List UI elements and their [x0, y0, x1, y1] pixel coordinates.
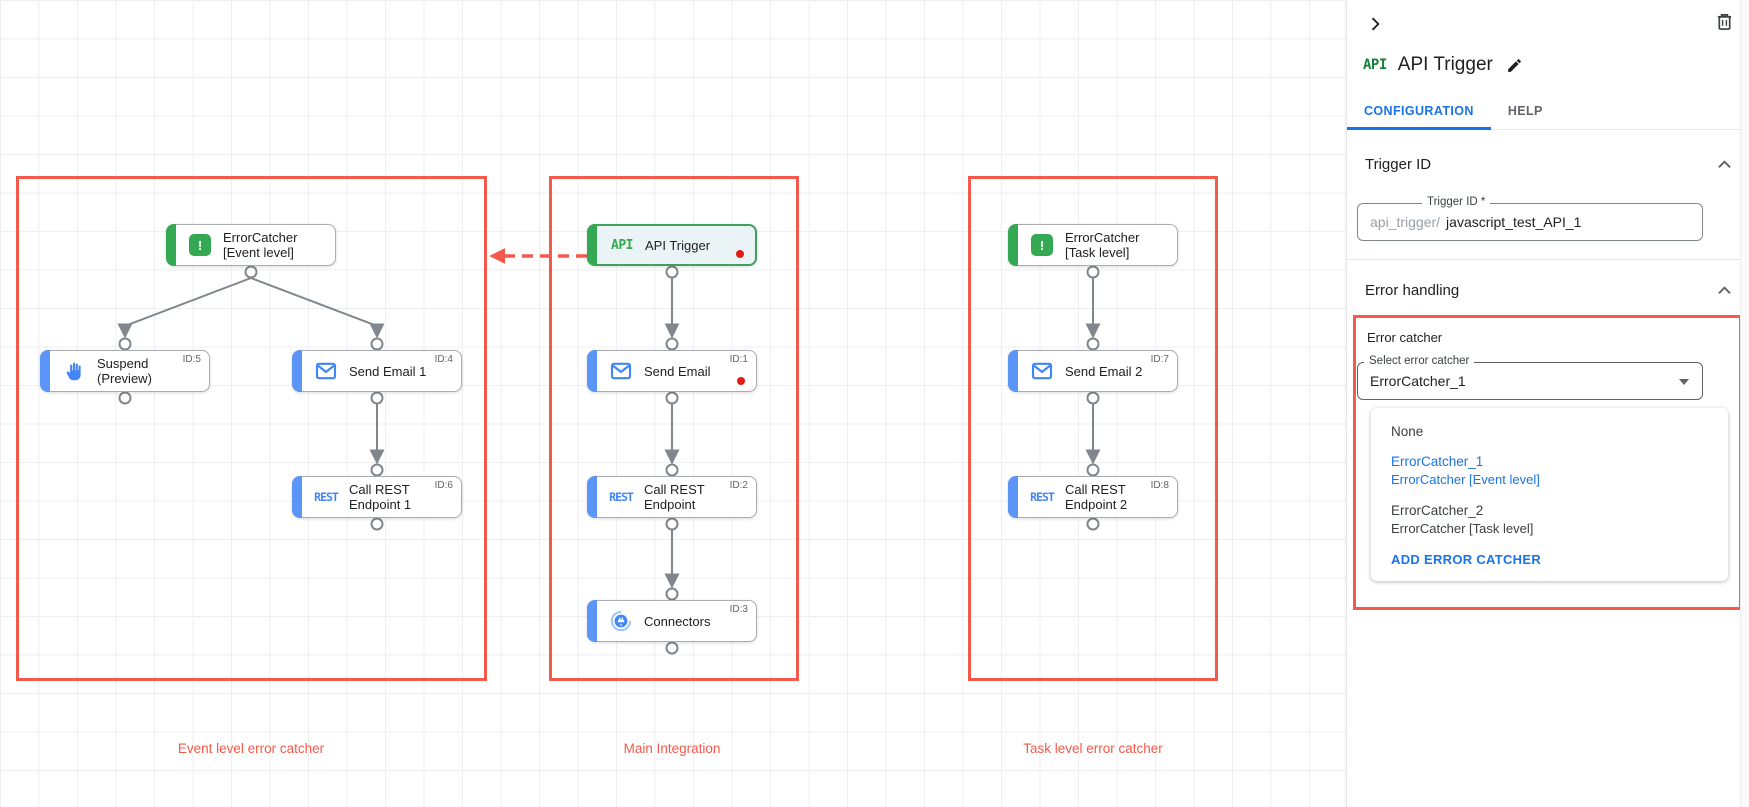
tab-help[interactable]: HELP — [1507, 104, 1543, 118]
node-label: ErrorCatcher [Task level] — [1065, 230, 1140, 260]
panel-title: API Trigger — [1397, 54, 1493, 75]
node-id-label: ID:4 — [434, 354, 453, 365]
trigger-id-value[interactable]: javascript_test_API_1 — [1446, 214, 1582, 230]
option-none[interactable]: None — [1391, 424, 1424, 439]
error-handling-section-header[interactable]: Error handling — [1365, 282, 1731, 299]
node-accent — [587, 350, 597, 392]
node-label: API Trigger — [645, 237, 711, 253]
node-id-label: ID:5 — [182, 354, 201, 365]
error-catcher-dropdown-menu: None ErrorCatcher_1 ErrorCatcher [Event … — [1371, 408, 1728, 581]
error-catcher-label: Error catcher — [1367, 330, 1443, 345]
caption-event-level: Event level error catcher — [177, 741, 325, 756]
node-accent — [1008, 476, 1018, 518]
chevron-up-icon[interactable] — [1718, 160, 1731, 169]
node-errorcatcher-task[interactable]: ! ErrorCatcher [Task level] — [1008, 224, 1178, 266]
node-accent — [587, 224, 597, 266]
option-errorcatcher-2[interactable]: ErrorCatcher_2 ErrorCatcher [Task level] — [1371, 501, 1728, 538]
node-accent — [40, 350, 50, 392]
node-accent — [1008, 350, 1018, 392]
api-icon: API — [611, 237, 633, 253]
dropdown-caret-icon — [1679, 379, 1689, 385]
option-errorcatcher-1[interactable]: ErrorCatcher_1 ErrorCatcher [Event level… — [1371, 452, 1728, 489]
selected-error-catcher: ErrorCatcher_1 — [1370, 373, 1466, 389]
trigger-id-field-label: Trigger ID * — [1422, 196, 1491, 208]
config-panel: API API Trigger CONFIGURATION HELP Trigg… — [1346, 0, 1749, 807]
error-dot — [737, 377, 745, 385]
node-accent — [1008, 224, 1018, 266]
node-label: Suspend (Preview) — [97, 356, 152, 386]
trigger-id-prefix: api_trigger/ — [1370, 214, 1441, 230]
event-level-group-outline — [16, 176, 487, 681]
node-errorcatcher-event[interactable]: ! ErrorCatcher [Event level] — [166, 224, 336, 266]
node-label: Call REST Endpoint 1 — [349, 482, 412, 512]
main-integration-group-outline — [549, 176, 799, 681]
scrollbar[interactable] — [1740, 0, 1749, 807]
node-label: Call REST Endpoint — [644, 482, 705, 512]
select-error-catcher-label: Select error catcher — [1364, 355, 1475, 367]
api-trigger-icon: API — [1363, 57, 1387, 73]
node-send-email-1[interactable]: Send Email 1 ID:4 — [292, 350, 462, 392]
trigger-id-field[interactable]: Trigger ID * api_trigger/ javascript_tes… — [1357, 196, 1703, 241]
node-call-rest-endpoint[interactable]: REST Call REST Endpoint ID:2 — [587, 476, 757, 518]
node-label: Send Email 1 — [349, 363, 427, 379]
node-label: ErrorCatcher [Event level] — [223, 230, 298, 260]
task-level-group-outline — [968, 176, 1218, 681]
add-error-catcher-button[interactable]: ADD ERROR CATCHER — [1391, 552, 1542, 567]
node-id-label: ID:8 — [1150, 480, 1169, 491]
option-title: ErrorCatcher_2 — [1391, 503, 1484, 518]
connector-icon — [607, 610, 635, 632]
node-call-rest-endpoint-2[interactable]: REST Call REST Endpoint 2 ID:8 — [1008, 476, 1178, 518]
caption-main-integration: Main Integration — [623, 741, 721, 756]
option-title: ErrorCatcher_1 — [1391, 454, 1484, 469]
node-accent — [292, 476, 302, 518]
collapse-panel-icon[interactable] — [1363, 12, 1387, 36]
mail-icon — [312, 362, 340, 380]
option-subtitle: ErrorCatcher [Task level] — [1391, 521, 1534, 536]
trigger-id-heading: Trigger ID — [1365, 156, 1432, 173]
node-label: Call REST Endpoint 2 — [1065, 482, 1128, 512]
section-divider — [1347, 259, 1749, 260]
rest-icon: REST — [314, 490, 339, 504]
node-connectors[interactable]: Connectors ID:3 — [587, 600, 757, 642]
node-label: Connectors — [644, 613, 711, 629]
node-send-email[interactable]: Send Email ID:1 — [587, 350, 757, 392]
rest-icon: REST — [609, 490, 634, 504]
node-accent — [587, 600, 597, 642]
rest-icon: REST — [1030, 490, 1055, 504]
node-id-label: ID:6 — [434, 480, 453, 491]
node-id-label: ID:2 — [729, 480, 748, 491]
error-catcher-icon: ! — [1028, 234, 1056, 256]
mail-icon — [1028, 362, 1056, 380]
error-dot — [736, 250, 744, 258]
node-send-email-2[interactable]: Send Email 2 ID:7 — [1008, 350, 1178, 392]
delete-icon[interactable] — [1714, 10, 1735, 33]
error-handling-heading: Error handling — [1365, 282, 1460, 299]
node-api-trigger[interactable]: API API Trigger — [587, 224, 757, 266]
tab-configuration[interactable]: CONFIGURATION — [1347, 96, 1491, 130]
panel-tabs: CONFIGURATION HELP — [1347, 96, 1749, 130]
node-label: Send Email 2 — [1065, 363, 1143, 379]
node-id-label: ID:1 — [729, 354, 748, 365]
node-accent — [587, 476, 597, 518]
error-catcher-highlight-box: Error catcher Select error catcher Error… — [1353, 315, 1742, 610]
caption-task-level: Task level error catcher — [1023, 741, 1163, 756]
node-accent — [292, 350, 302, 392]
mail-icon — [607, 362, 635, 380]
error-catcher-icon: ! — [186, 234, 214, 256]
node-suspend[interactable]: Suspend (Preview) ID:5 — [40, 350, 210, 392]
node-accent — [166, 224, 176, 266]
node-call-rest-endpoint-1[interactable]: REST Call REST Endpoint 1 ID:6 — [292, 476, 462, 518]
node-label: Send Email — [644, 363, 711, 379]
node-id-label: ID:7 — [1150, 354, 1169, 365]
chevron-up-icon[interactable] — [1718, 286, 1731, 295]
option-subtitle: ErrorCatcher [Event level] — [1391, 472, 1540, 487]
node-id-label: ID:3 — [729, 604, 748, 615]
hand-icon — [60, 361, 88, 382]
trigger-id-section-header[interactable]: Trigger ID — [1365, 156, 1731, 173]
edit-title-icon[interactable] — [1504, 55, 1525, 76]
error-catcher-select[interactable]: Select error catcher ErrorCatcher_1 — [1357, 355, 1703, 400]
integration-canvas[interactable]: ! ErrorCatcher [Event level] Suspend (Pr… — [0, 0, 1346, 807]
